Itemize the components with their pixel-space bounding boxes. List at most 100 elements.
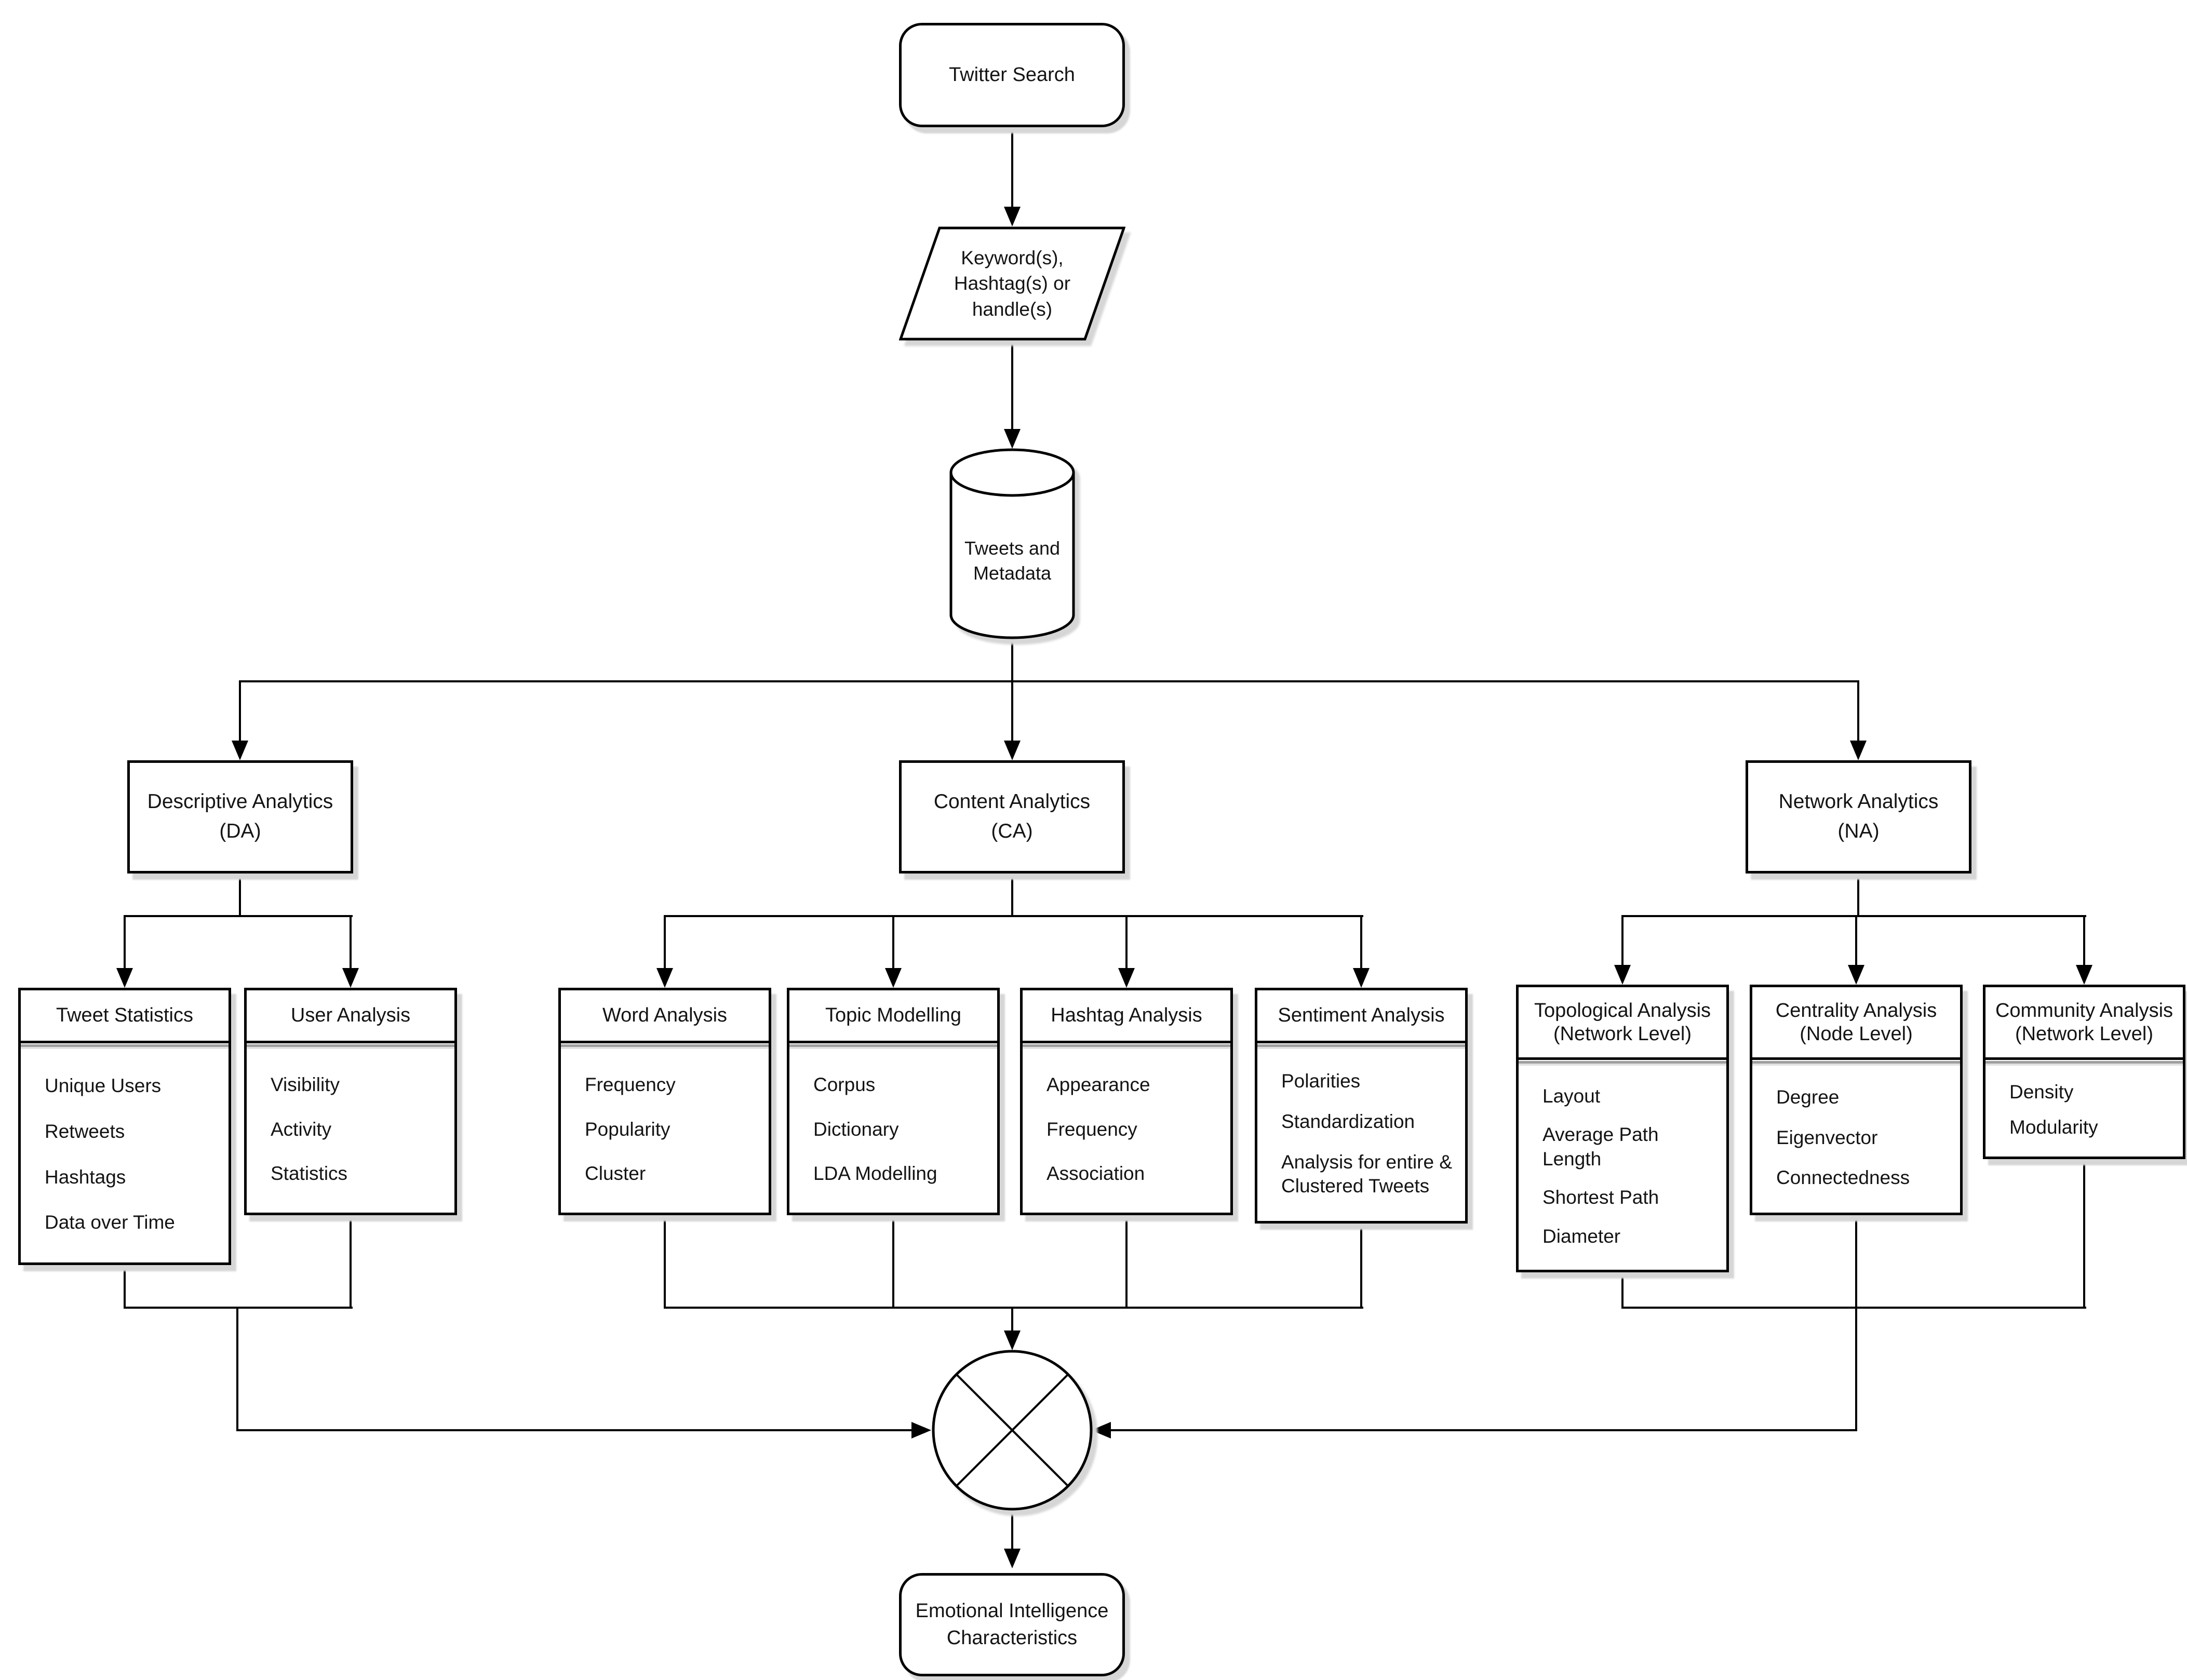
list-items: Visibility Activity Statistics — [247, 1050, 454, 1213]
list-title: Word Analysis — [561, 990, 769, 1043]
node-topic-modelling: Topic Modelling Corpus Dictionary LDA Mo… — [787, 988, 1000, 1215]
arrowhead — [1004, 1330, 1021, 1350]
arrowhead — [885, 968, 902, 988]
arrowhead — [116, 968, 133, 988]
node-label: Twitter Search — [949, 63, 1075, 86]
connector-line — [2083, 916, 2085, 966]
node-label: Content Analytics (CA) — [933, 790, 1091, 842]
connector-line — [1855, 1215, 1857, 1309]
arrowhead — [1118, 968, 1135, 988]
list-item: Activity — [271, 1118, 332, 1140]
connector-line — [1011, 681, 1013, 742]
list-item: Layout — [1542, 1085, 1601, 1107]
arrowhead — [911, 1422, 931, 1439]
list-item: Data over Time — [45, 1212, 175, 1233]
node-twitter-search: Twitter Search — [899, 23, 1125, 127]
arrowhead — [1004, 207, 1021, 226]
connector-line — [1360, 1224, 1362, 1309]
arrowhead — [342, 968, 359, 988]
list-item: Degree — [1776, 1086, 1840, 1108]
divider — [21, 1043, 229, 1047]
list-item: Polarities — [1281, 1070, 1361, 1092]
cylinder-datastore-shape — [949, 448, 1075, 639]
list-items: Density Modularity — [1985, 1066, 2183, 1157]
connector-line — [664, 1307, 1363, 1309]
connector-line — [1857, 681, 1859, 742]
list-item: Shortest Path — [1542, 1187, 1659, 1208]
node-label: Network Analytics (NA) — [1778, 790, 1939, 842]
list-items: Appearance Frequency Association — [1023, 1050, 1230, 1213]
list-items: Frequency Popularity Cluster — [561, 1050, 769, 1213]
connector-line — [124, 915, 353, 917]
list-items: Layout Average Path Length Shortest Path… — [1519, 1066, 1726, 1270]
list-item: Retweets — [45, 1121, 125, 1143]
divider — [247, 1043, 454, 1047]
arrowhead — [1614, 965, 1631, 985]
arrowhead — [1091, 1422, 1111, 1439]
list-item: LDA Modelling — [813, 1163, 937, 1185]
connector-line — [239, 680, 1859, 682]
list-item: Connectedness — [1776, 1167, 1910, 1189]
list-title: Community Analysis (Network Level) — [1985, 987, 2183, 1060]
list-item: Corpus — [813, 1074, 876, 1096]
node-hashtag-analysis: Hashtag Analysis Appearance Frequency As… — [1020, 988, 1233, 1215]
connector-line — [1621, 916, 1624, 966]
node-tweets-metadata: Tweets and Metadata — [938, 519, 1086, 602]
divider — [1023, 1043, 1230, 1047]
connector-line — [1011, 873, 1013, 917]
list-title: Sentiment Analysis — [1257, 990, 1465, 1043]
list-item: Cluster — [585, 1163, 646, 1185]
divider — [1752, 1060, 1960, 1064]
arrowhead — [1004, 1549, 1021, 1568]
node-word-analysis: Word Analysis Frequency Popularity Clust… — [558, 988, 771, 1215]
list-item: Popularity — [585, 1118, 670, 1140]
connector-line — [1857, 873, 1859, 917]
list-title: User Analysis — [247, 990, 454, 1043]
arrowhead — [1353, 968, 1370, 988]
connector-line — [1621, 1307, 2086, 1309]
connector-line — [1011, 639, 1013, 682]
connector-line — [892, 1215, 894, 1309]
merge-junction-icon — [932, 1350, 1093, 1511]
arrowhead — [1004, 429, 1021, 449]
list-item: Hashtags — [45, 1166, 126, 1188]
list-item: Statistics — [271, 1163, 348, 1185]
list-items: Polarities Standardization Analysis for … — [1257, 1050, 1465, 1221]
divider — [1519, 1060, 1726, 1064]
connector-line — [124, 1265, 126, 1309]
list-title: Centrality Analysis (Node Level) — [1752, 987, 1960, 1060]
connector-line — [1011, 127, 1013, 209]
arrowhead — [1004, 741, 1021, 760]
arrowhead — [1848, 965, 1864, 985]
node-label: Keyword(s), Hashtag(s) or handle(s) — [954, 247, 1071, 320]
node-tweet-statistics: Tweet Statistics Unique Users Retweets H… — [18, 988, 231, 1265]
connector-line — [1855, 916, 1857, 966]
connector-line — [1011, 1509, 1013, 1550]
connector-line — [236, 1308, 238, 1431]
list-title: Topological Analysis (Network Level) — [1519, 987, 1726, 1060]
connector-line — [1125, 1215, 1128, 1309]
node-user-analysis: User Analysis Visibility Activity Statis… — [244, 988, 457, 1215]
node-network-analytics: Network Analytics (NA) — [1746, 760, 1971, 873]
node-content-analytics: Content Analytics (CA) — [899, 760, 1125, 873]
list-item: Eigenvector — [1776, 1126, 1878, 1148]
connector-line — [124, 916, 126, 969]
list-item: Modularity — [2009, 1116, 2098, 1138]
list-item: Analysis for entire & Clustered Tweets — [1281, 1151, 1453, 1197]
connector-line — [664, 1215, 666, 1309]
node-keywords-input: Keyword(s), Hashtag(s) or handle(s) — [899, 226, 1125, 341]
list-title: Topic Modelling — [789, 990, 997, 1043]
list-items: Unique Users Retweets Hashtags Data over… — [21, 1050, 229, 1262]
connector-line — [239, 873, 241, 917]
connector-line — [1111, 1429, 1857, 1431]
node-emotional-intelligence-characteristics: Emotional Intelligence Characteristics — [899, 1573, 1125, 1676]
list-item: Frequency — [1046, 1118, 1137, 1140]
connector-line — [2083, 1159, 2085, 1309]
divider — [1985, 1060, 2183, 1064]
connector-line — [892, 916, 894, 969]
arrowhead — [232, 741, 248, 760]
connector-line — [239, 681, 241, 742]
arrowhead — [1850, 741, 1867, 760]
node-community-analysis: Community Analysis (Network Level) Densi… — [1983, 985, 2185, 1159]
